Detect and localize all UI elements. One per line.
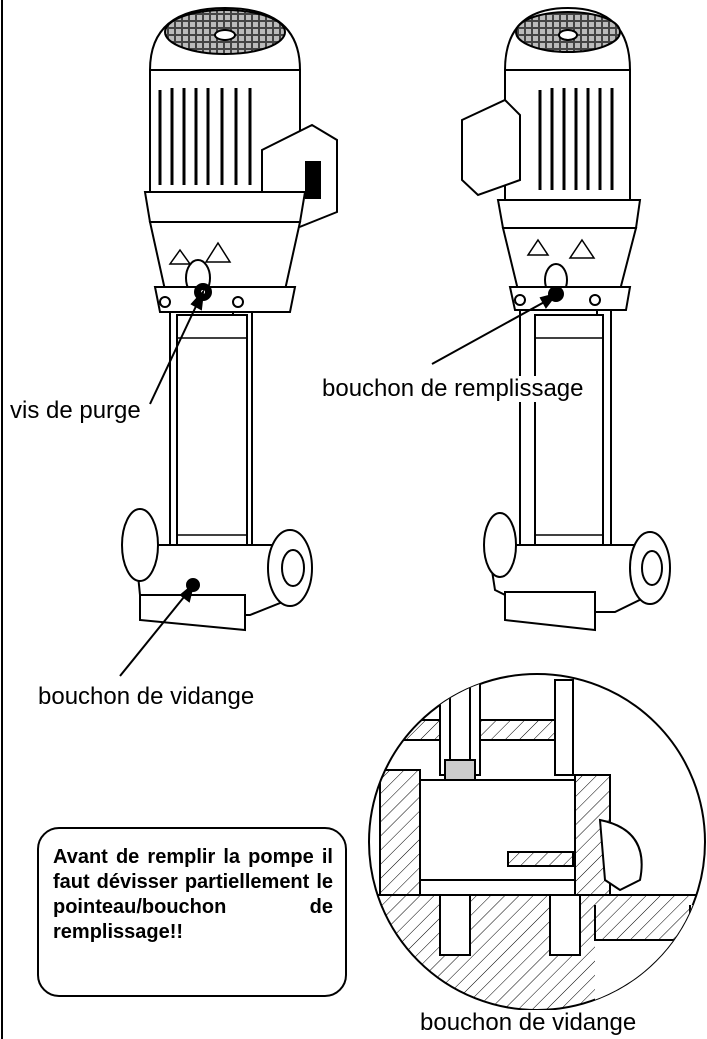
leader-lines (119, 289, 559, 677)
foot (504, 591, 596, 632)
label-fill-plug: bouchon de remplissage (322, 375, 584, 402)
lantern (501, 227, 638, 291)
terminal-box (461, 98, 521, 197)
drain-detail (368, 673, 706, 1011)
notice-text: Avant de remplir la pompe il faut déviss… (53, 846, 333, 943)
notice-box: Avant de remplir la pompe il faut déviss… (37, 827, 347, 997)
drain-plug-section (507, 851, 574, 867)
label-drain-plug-detail: bouchon de vidange (420, 1009, 637, 1036)
label-drain-plug: bouchon de vidange (38, 683, 255, 710)
foot (139, 594, 246, 632)
label-purge-screw: vis de purge (10, 397, 141, 424)
pump-left (121, 6, 338, 632)
top-plate (153, 286, 297, 313)
top-plate (508, 286, 632, 311)
pump-right (461, 6, 671, 632)
